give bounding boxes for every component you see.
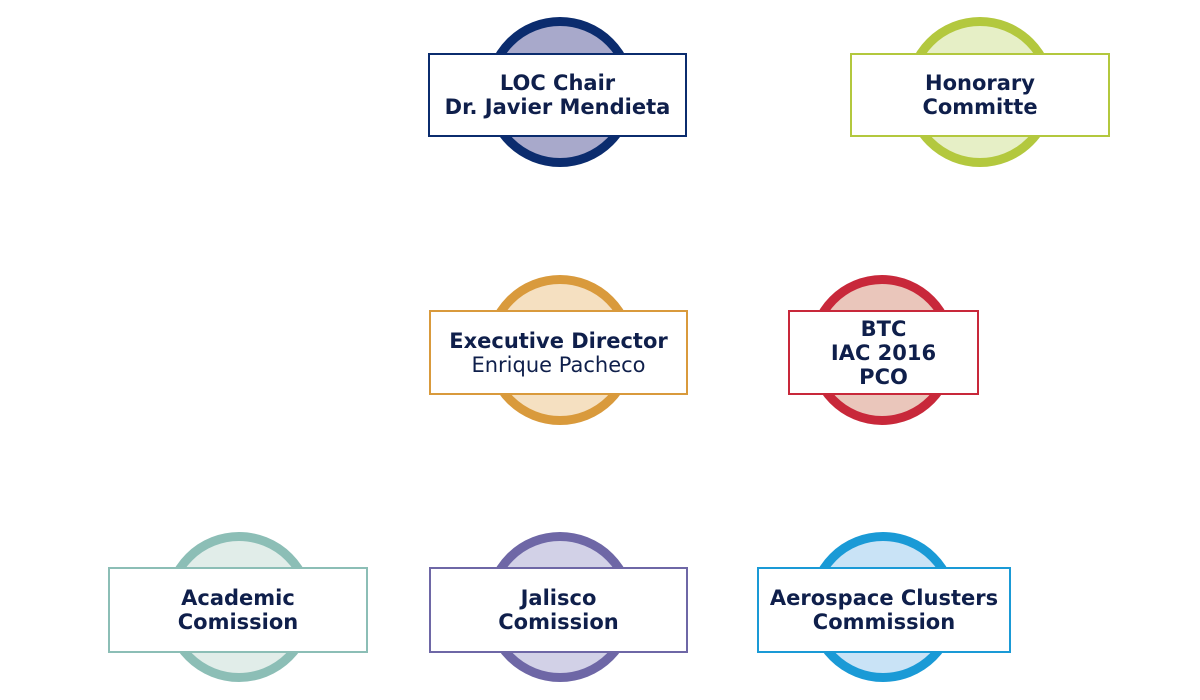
node-subtitle: PCO xyxy=(859,364,908,389)
node-box: Academic Comission xyxy=(108,567,368,653)
node-title: Academic xyxy=(181,586,295,610)
node-title: LOC Chair xyxy=(499,71,616,95)
node-subtitle: Comission xyxy=(177,610,299,634)
node-title: Jalisco xyxy=(520,586,597,610)
node-title: BTC xyxy=(860,316,907,341)
node-subtitle: Committe xyxy=(922,95,1038,119)
node-title: Executive Director xyxy=(449,328,668,353)
node-box: Jalisco Comission xyxy=(429,567,688,653)
node-subtitle: Enrique Pacheco xyxy=(471,352,646,377)
node-box: LOC Chair Dr. Javier Mendieta xyxy=(428,53,687,137)
node-subtitle: IAC 2016 xyxy=(830,340,937,365)
node-box: Honorary Committe xyxy=(850,53,1110,137)
node-subtitle: Comission xyxy=(498,610,619,634)
node-title: Aerospace Clusters xyxy=(769,586,999,610)
node-subtitle: Dr. Javier Mendieta xyxy=(444,95,671,119)
node-box: BTC IAC 2016 PCO xyxy=(788,310,979,395)
node-box: Aerospace Clusters Commission xyxy=(757,567,1011,653)
node-title: Honorary xyxy=(925,71,1035,95)
node-box: Executive Director Enrique Pacheco xyxy=(429,310,688,395)
node-subtitle: Commission xyxy=(812,610,956,634)
